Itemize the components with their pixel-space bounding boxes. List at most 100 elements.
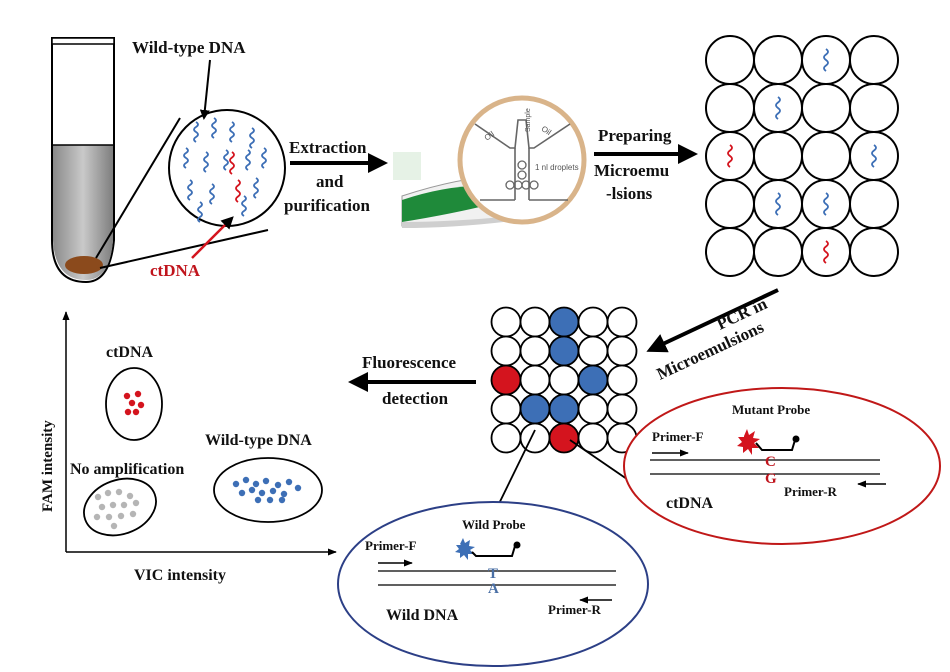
microemulsion-droplet-grid	[705, 35, 899, 277]
mutant-quencher-dot	[792, 435, 800, 443]
emulsion-droplet	[705, 227, 755, 277]
wild-dna-fragment	[211, 117, 217, 139]
dna-magnified-circle	[168, 109, 286, 227]
primer-f-mutant-label: Primer-F	[652, 429, 704, 444]
ctdna-dot	[132, 408, 140, 416]
wild-dot	[232, 480, 240, 488]
emulsion-droplet	[753, 227, 803, 277]
wild-quencher-dot	[513, 541, 521, 549]
wild-dna-fragment	[229, 121, 235, 143]
microfluidic-chip: Oil Sample Oil 1 nl droplets	[457, 95, 587, 225]
primer-f-wild-label: Primer-F	[365, 538, 417, 553]
wild-dna-fragment	[203, 151, 209, 173]
no-amp-dot	[93, 513, 101, 521]
test-tube	[51, 37, 115, 284]
primer-r-mutant-label: Primer-R	[784, 484, 838, 499]
wild-dot	[238, 489, 246, 497]
wild-probe-star-icon	[455, 538, 475, 560]
empty-droplet	[519, 335, 551, 367]
pcr-droplet-grid	[490, 306, 638, 454]
dna-fragment-group	[183, 117, 267, 223]
ctdna-cluster-ellipse	[105, 367, 163, 441]
no-amp-cluster-dots	[93, 488, 140, 530]
wild-probe-line	[471, 545, 516, 557]
no-amp-dot	[129, 510, 137, 518]
mutant-probe-inset: Mutant Probe Primer-F C G Primer-R ctDNA	[623, 387, 941, 545]
wild-dot	[248, 486, 256, 494]
ctdna-dot	[137, 401, 145, 409]
emulsion-droplet	[753, 131, 803, 181]
mutant-probe-star-icon	[737, 429, 760, 455]
mutant-positive-droplet	[548, 422, 580, 454]
mutant-positive-droplet	[490, 364, 522, 396]
fluorescence-scatter-plot: FAM intensity VIC intensity ctDNA No amp…	[40, 311, 337, 584]
no-amp-dot	[115, 488, 123, 496]
no-amp-dot	[98, 503, 106, 511]
ctdna-pointer-arrow	[191, 216, 234, 259]
empty-droplet	[490, 422, 522, 454]
zoom-line-bottom	[99, 229, 269, 269]
ctdna-fragment	[235, 179, 241, 203]
wild-positive-droplet	[519, 393, 551, 425]
empty-droplet	[490, 335, 522, 367]
mutant-probe-line	[755, 439, 796, 451]
empty-droplet	[519, 364, 551, 396]
ctdna-cluster-dots	[123, 390, 145, 416]
emulsion-droplet	[849, 227, 899, 277]
empty-droplet	[519, 422, 551, 454]
wild-dot	[294, 484, 302, 492]
ctdna-fragment	[229, 151, 235, 175]
wild-dna-fragment	[223, 149, 229, 171]
mutant-base-c: C	[765, 454, 776, 470]
wild-dot	[252, 480, 260, 488]
wild-dna-in-droplet	[775, 192, 781, 216]
emulsion-droplet	[849, 179, 899, 229]
empty-droplet	[490, 393, 522, 425]
wild-dot	[269, 487, 277, 495]
wild-dna-in-droplet	[823, 48, 829, 72]
wild-dna-fragment	[253, 177, 259, 199]
wild-dna-fragment	[193, 121, 199, 143]
fluorescence-label: Fluorescence	[362, 353, 457, 372]
wild-positive-droplet	[548, 393, 580, 425]
extraction-label: Extraction	[289, 138, 367, 157]
wild-dna-fragment	[261, 147, 267, 169]
primer-r-wild-label: Primer-R	[548, 602, 602, 617]
chip-droplets-column	[505, 160, 539, 190]
wild-dna-fragment	[209, 183, 215, 205]
no-amp-dot	[104, 489, 112, 497]
emulsion-droplet	[849, 83, 899, 133]
mutant-probe-label: Mutant Probe	[732, 402, 810, 417]
wild-dot	[254, 496, 262, 504]
vic-intensity-label: VIC intensity	[134, 567, 226, 584]
preparing-label: Preparing	[598, 126, 672, 145]
empty-droplet	[577, 335, 609, 367]
and-label: and	[316, 172, 344, 191]
ctdna-dot	[128, 399, 136, 407]
chip-sample-label: Sample	[525, 108, 532, 132]
wild-type-pointer-arrow	[199, 59, 211, 120]
wild-dot	[266, 496, 274, 504]
microemulsions-label: Microemulsions	[654, 317, 767, 383]
wild-dna-fragment	[183, 147, 189, 169]
wild-cluster-ellipse	[213, 457, 323, 523]
no-amplification-label: No amplification	[70, 461, 184, 478]
mutant-base-g: G	[765, 471, 777, 487]
wild-type-cluster-label: Wild-type DNA	[205, 432, 312, 449]
empty-droplet	[519, 306, 551, 338]
ctdna-dot	[134, 390, 142, 398]
wild-dna-fragment	[187, 179, 193, 201]
wild-dna-fragment	[245, 149, 251, 171]
wild-dna-inset-label: Wild DNA	[386, 607, 459, 624]
wild-dna-in-droplet	[871, 144, 877, 168]
wild-probe-inset: Wild Probe Primer-F T A Wild DNA Primer-…	[337, 501, 649, 667]
wild-probe-label: Wild Probe	[462, 517, 526, 532]
wild-dot	[258, 489, 266, 497]
empty-droplet	[606, 335, 638, 367]
no-amp-dot	[105, 513, 113, 521]
ctdna-top-label: ctDNA	[150, 261, 201, 280]
wild-dna-fragment	[249, 127, 255, 149]
empty-droplet	[606, 306, 638, 338]
no-amp-dot	[109, 501, 117, 509]
